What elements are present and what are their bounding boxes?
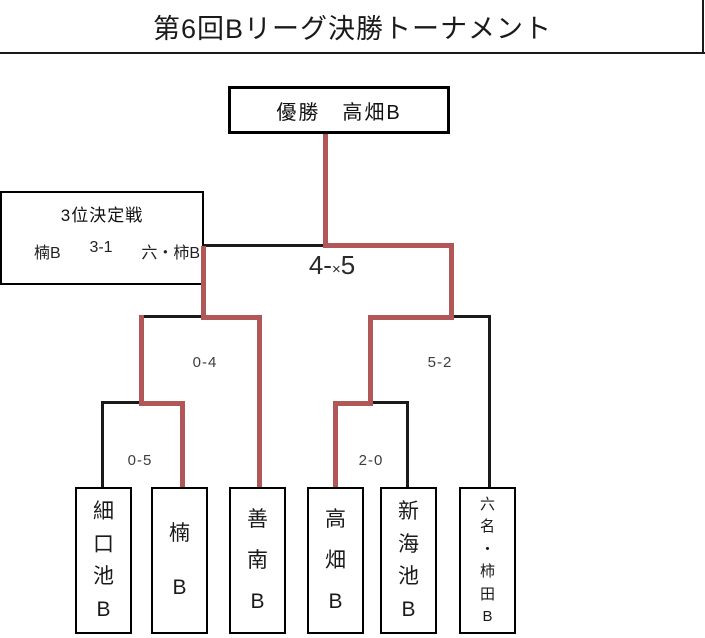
quarterfinal-left-score: 0-5: [127, 452, 153, 469]
quarterfinal-right-arm-right-line: [369, 401, 409, 404]
team-name-char: 高: [325, 508, 346, 531]
team4-connector-line: [333, 401, 338, 487]
third-place-right-team: 六・柿B: [141, 245, 200, 262]
team-name-char: 南: [247, 549, 268, 572]
team-name-char: 新: [398, 499, 419, 523]
quarterfinal-left-feeder-line: [139, 315, 144, 405]
champion-label: 優勝 高畑B: [276, 101, 402, 124]
team-name-char: 柿: [479, 563, 495, 581]
team-name-char: 善: [247, 508, 268, 531]
semifinal-right-arm-right-line: [450, 315, 490, 318]
team-name-char: 田: [479, 585, 495, 603]
semifinal-left-score: 0-4: [192, 354, 218, 371]
quarterfinal-right-score: 2-0: [358, 452, 384, 469]
quarterfinal-left-arm-right-line: [139, 401, 185, 406]
final-score-prefix: 4-: [308, 250, 332, 280]
team-name-char: 海: [398, 532, 419, 556]
third-place-score: 3-1: [89, 239, 113, 256]
final-score-suffix: 5: [340, 250, 356, 280]
third-place-result: 楠B 3-1 六・柿B: [2, 239, 202, 263]
third-place-box: 3位決定戦 楠B 3-1 六・柿B: [0, 191, 204, 285]
final-score: 4-×5: [309, 250, 355, 281]
third-place-left-team: 楠B: [34, 245, 61, 262]
semifinal-left-feeder-line: [201, 246, 206, 320]
final-arm-right-line: [323, 243, 454, 248]
team-name-char: 畑: [325, 549, 346, 572]
quarterfinal-right-arm-left-line: [333, 401, 373, 406]
team-name-char: B: [482, 608, 493, 626]
team-name-char: 池: [398, 565, 419, 589]
semifinal-left-arm-left-line: [139, 315, 204, 318]
quarterfinal-right-feeder-line: [368, 315, 373, 405]
team2-connector-line: [180, 401, 185, 487]
team-name-char: B: [172, 576, 187, 600]
team-name-char: 池: [93, 565, 114, 589]
team-name-char: 細: [93, 499, 114, 523]
team5-connector-line: [406, 401, 409, 487]
team3-connector-line: [257, 315, 262, 487]
team-name-char: 六: [479, 495, 495, 513]
quarterfinal-left-arm-left-line: [101, 401, 142, 404]
semifinal-right-arm-left-line: [368, 315, 454, 320]
team-name-char: 名: [479, 518, 495, 536]
title-underline: [0, 52, 705, 54]
champion-box: 優勝 高畑B: [228, 86, 450, 134]
team1-connector-line: [101, 401, 104, 487]
final-score-x: ×: [331, 261, 341, 278]
team-name-char: B: [96, 598, 111, 622]
team-name-char: B: [250, 590, 265, 613]
champion-feeder-line: [323, 134, 328, 246]
semifinal-right-feeder-line: [449, 243, 454, 320]
third-place-title: 3位決定戦: [60, 206, 144, 225]
semifinal-left-arm-right-line: [201, 315, 262, 320]
title-block-right-border: [702, 0, 704, 53]
page-title: 第6回Bリーグ決勝トーナメント: [152, 14, 553, 44]
final-arm-left-line: [203, 244, 325, 247]
semifinal-right-score: 5-2: [427, 354, 453, 371]
team-name-char: B: [401, 598, 416, 622]
team-name-char: ・: [479, 540, 495, 558]
team-name-char: 口: [93, 532, 114, 556]
team-name-char: B: [328, 590, 343, 613]
team-name-char: 楠: [169, 521, 190, 545]
team6-connector-line: [488, 315, 491, 487]
